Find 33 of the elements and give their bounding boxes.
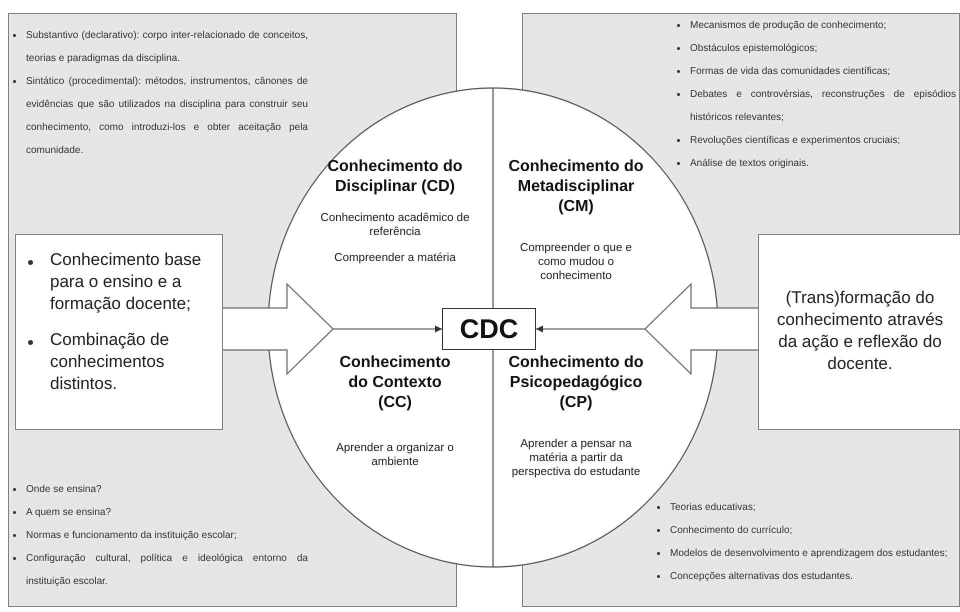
quadrant-text: Conhecimento acadêmico de referência: [320, 211, 470, 239]
quadrant-text: Compreender o que e como mudou o conhecimento: [519, 241, 633, 283]
bullet-text: Conhecimento base para o ensino e a formação docente;: [50, 250, 202, 313]
bullet-text: Obstáculos epistemológicos;: [690, 43, 818, 54]
quadrant-heading: Conhecimento do Disciplinar (CD): [326, 157, 464, 197]
bullet-text: Concepções alternativas dos estudantes.: [670, 571, 853, 582]
bullet-text: A quem se ensina?: [26, 507, 112, 518]
quadrant-text: Aprender a organizar o ambiente: [335, 441, 455, 469]
bullet-text: Normas e funcionamento da instituição escolar;: [26, 530, 237, 541]
bullet-text: Debates e controvérsias, reconstruções de episódios históricos relevantes;: [690, 89, 956, 123]
box-text: (Trans)formação do conhecimento através da ação e reflexão do docente.: [776, 287, 944, 375]
bullet-text: Configuração cultural, política e ideológica entorno da instituição escolar.: [26, 553, 308, 587]
bullet-text: Formas de vida das comunidades científicas;: [690, 66, 890, 77]
center-label-box: CDC: [442, 308, 536, 350]
quadrant-heading: Conhecimento do Psicopedagógico (CP): [507, 353, 645, 413]
bullet-text: Substantivo (declarativo): corpo inter-relacionado de conceitos, teorias e paradigmas da disciplina.: [26, 30, 308, 64]
bullet-text: Conhecimento do currículo;: [670, 525, 792, 536]
text-box: [758, 234, 960, 430]
bullet-text: Teorias educativas;: [670, 502, 756, 513]
quadrant-heading: Conhecimento do Metadisciplinar (CM): [507, 157, 645, 217]
block-arrow: [535, 282, 759, 376]
bullet-text: Análise de textos originais.: [690, 158, 809, 169]
bullet-text: Mecanismos de produção de conhecimento;: [690, 20, 886, 31]
block-arrow: [222, 282, 443, 376]
bullet-text: Sintático (procedimental): métodos, instrumentos, cânones de evidências que são utilizados na disciplina para construir seu conhecimento, como introduzi-los e obter aceitação pela comunidade.: [26, 76, 308, 156]
text-box: [15, 234, 223, 430]
bullet-text: Revoluções científicas e experimentos cruciais;: [690, 135, 900, 146]
bullet-text: Onde se ensina?: [26, 484, 102, 495]
bullet-text: Combinação de conhecimentos distintos.: [50, 330, 170, 393]
quadrant-text: Aprender a pensar na matéria a partir da perspectiva do estudante: [511, 437, 641, 479]
quadrant-text: Compreender a matéria: [333, 251, 457, 265]
bullet-text: Modelos de desenvolvimento e aprendizagem dos estudantes;: [670, 548, 948, 559]
quadrant-heading: Conhecimento do Contexto (CC): [338, 353, 452, 413]
